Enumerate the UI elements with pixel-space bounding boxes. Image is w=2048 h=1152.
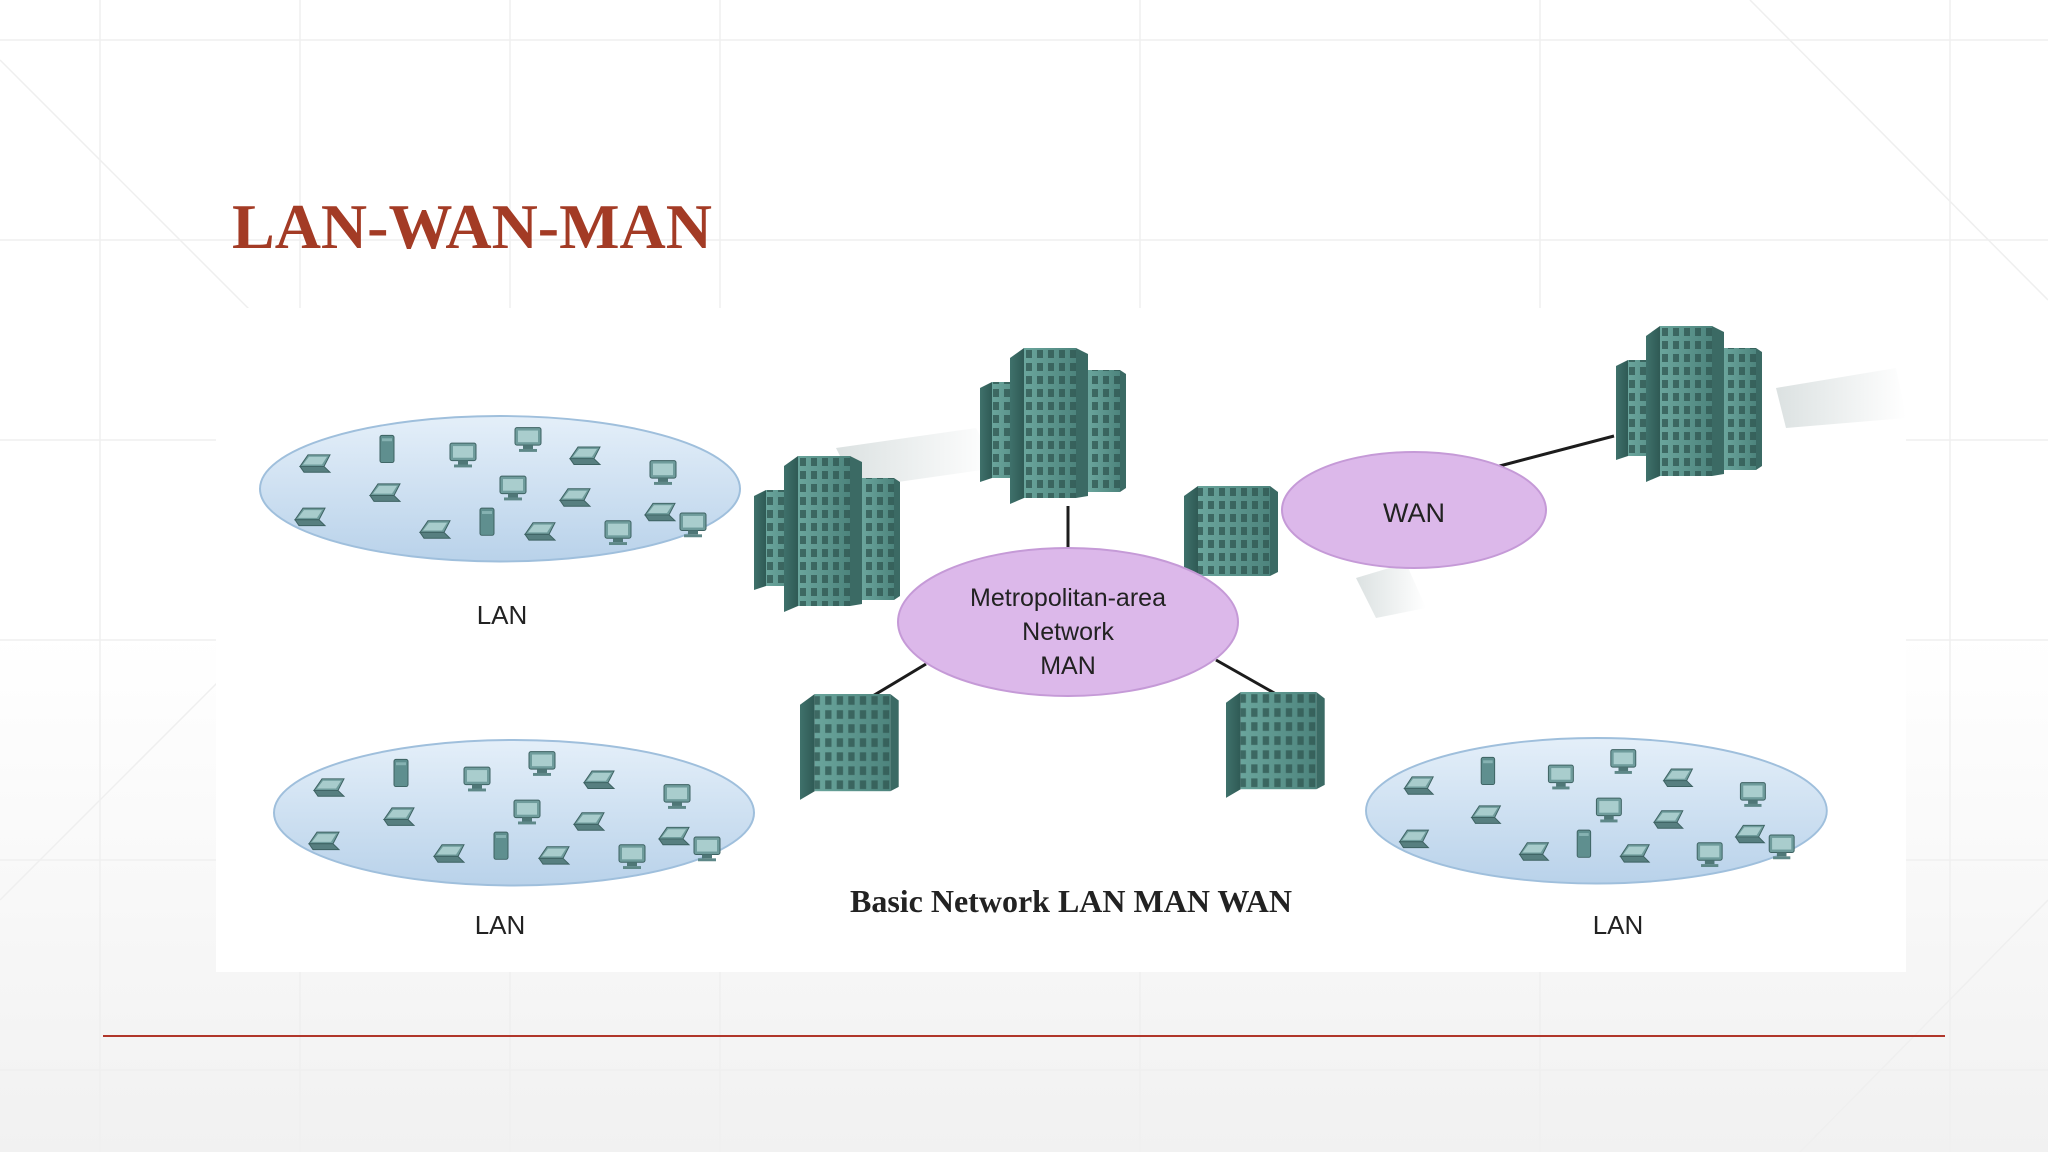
building-bottom-left [800,694,899,800]
man-label-line2: Network [1022,618,1114,646]
shadow [836,428,996,488]
man-label-line3: MAN [1040,652,1096,680]
building-top-cluster [980,348,1126,504]
network-diagram: Metropolitan-area Network MAN WAN LAN LA… [216,308,1906,972]
building-left-cluster [754,456,900,612]
lan-label-bottom-right: LAN [1593,910,1644,940]
man-node [897,547,1239,697]
building-man-right [1184,486,1278,584]
lan-label-top-left: LAN [477,600,528,630]
wan-node [1281,451,1547,569]
link-wan-to-building [1491,434,1615,470]
lan-top-left [260,416,740,562]
network-diagram-canvas: Metropolitan-area Network MAN WAN LAN LA… [216,326,1906,940]
lan-bottom-left [274,740,754,886]
diagram-caption: Basic Network LAN MAN WAN [850,883,1292,919]
building-wan-cluster [1616,326,1762,482]
lan-label-bottom-left: LAN [475,910,526,940]
shadow [1776,368,1906,428]
building-bottom-right [1226,692,1325,798]
lan-bottom-right [1366,738,1827,884]
shadow [1356,563,1426,618]
link-man-to-bottom-right-building [1215,658,1277,696]
slide-title: LAN-WAN-MAN [232,191,712,262]
wan-label: WAN [1383,498,1445,528]
footer-divider [103,1035,1945,1037]
man-label-line1: Metropolitan-area [970,584,1166,612]
